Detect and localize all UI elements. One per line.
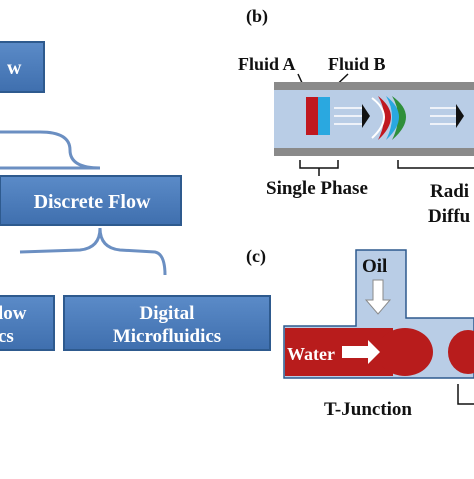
t-junction-bracket xyxy=(457,384,474,405)
t-junction-label: T-Junction xyxy=(324,399,412,420)
panel-c-label: (c) xyxy=(246,246,266,267)
discrete-flow-label: Discrete Flow xyxy=(34,191,151,213)
panel-c: (c) Water Oil T-Junction xyxy=(246,246,474,420)
water-droplet-2 xyxy=(448,330,474,374)
radial-diffusion-bracket xyxy=(397,160,474,169)
fluid-b-stream xyxy=(318,97,330,135)
top-flow-box xyxy=(0,41,45,93)
continuous-box-line2: cs xyxy=(0,326,14,347)
fluid-a-label: Fluid A xyxy=(238,54,296,74)
water-label: Water xyxy=(287,344,335,364)
panel-b-flow-lines-2 xyxy=(430,107,456,125)
panel-b-flow-lines xyxy=(334,107,362,125)
flowchart: w Discrete Flow low cs Digital Microflui… xyxy=(0,41,271,351)
continuous-flow-box xyxy=(0,295,55,351)
panel-b-channel-top-wall xyxy=(274,82,474,90)
panel-b-channel xyxy=(274,82,474,156)
digital-line1: Digital xyxy=(140,303,195,324)
fluid-b-label: Fluid B xyxy=(328,54,386,74)
continuous-box-line1: low xyxy=(0,303,27,324)
digital-microfluidics-box xyxy=(63,295,271,351)
water-droplet-1 xyxy=(377,328,433,376)
flowchart-connectors xyxy=(0,130,167,276)
panel-b: (b) Fluid A Fluid B xyxy=(238,6,474,227)
bottom-brace-connector xyxy=(19,227,167,276)
diffusion-label: Diffu xyxy=(428,206,471,227)
fluid-a-stream xyxy=(306,97,318,135)
top-box-label: w xyxy=(7,57,22,79)
digital-line2: Microfluidics xyxy=(113,326,221,347)
oil-label: Oil xyxy=(362,256,387,277)
panel-b-arrowhead-2 xyxy=(456,104,464,128)
panel-b-label: (b) xyxy=(246,6,268,27)
water-flow-arrow xyxy=(342,340,380,364)
radial-label: Radi xyxy=(430,181,469,202)
single-phase-bracket xyxy=(299,160,339,169)
discrete-flow-box xyxy=(0,175,182,226)
panel-b-channel-bottom-wall xyxy=(274,148,474,156)
diffusion-green-band xyxy=(392,96,406,140)
single-phase-label: Single Phase xyxy=(266,178,368,199)
top-brace-connector xyxy=(0,130,101,170)
diffusion-blue-band xyxy=(386,96,399,140)
oil-flow-arrow xyxy=(364,279,392,315)
diffusion-front xyxy=(371,97,385,139)
panel-b-arrowhead-1 xyxy=(362,104,370,128)
